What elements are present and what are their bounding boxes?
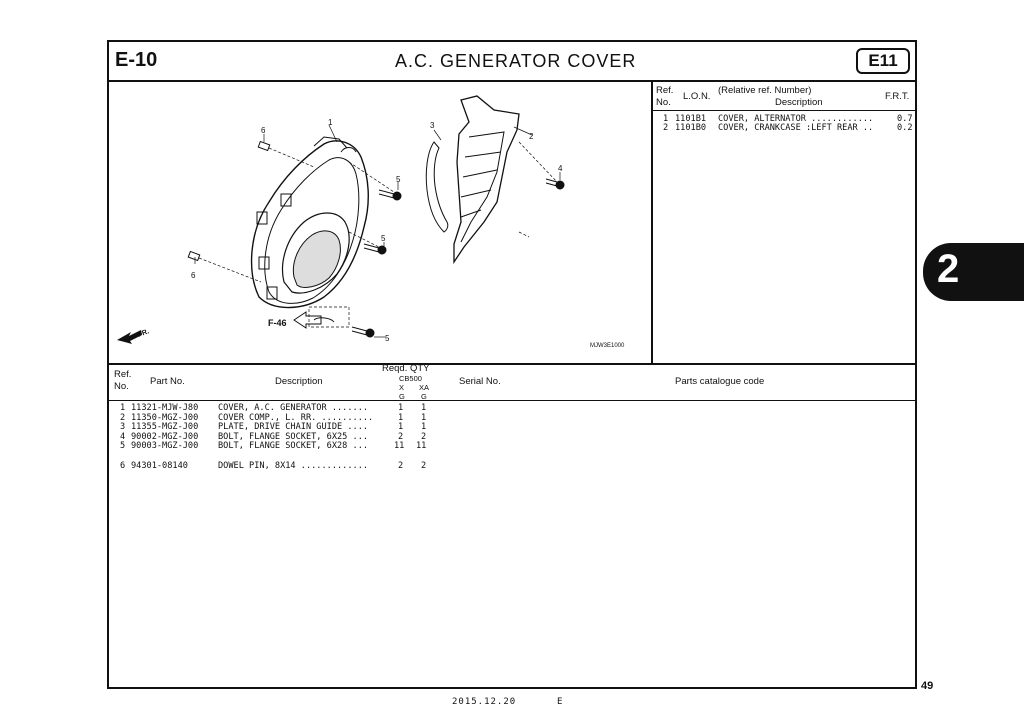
part-qty-xa: 11 [416,441,427,451]
lon-ref-header: Ref. [656,85,674,96]
part-description: COVER, A.C. GENERATOR ....... [218,403,369,413]
part-description: COVER COMP., L. RR. .......... [218,412,374,423]
part-qty-x: 2 [398,431,404,442]
part-number: 90002-MGZ-J00 [131,431,199,442]
front-direction-arrow-icon [117,330,142,344]
reference-arrow-icon [293,311,322,329]
callout-6: 6 [191,271,196,280]
lon-row-description: COVER, ALTERNATOR ............ [718,114,874,124]
parts-no-header: No. [114,381,129,392]
part-ref: 3 [120,422,126,432]
model-header: CB500 [399,374,422,383]
part-qty-x: 1 [398,412,404,423]
part-qty-x: 1 [398,403,404,413]
catalogue-header: Parts catalogue code [675,376,765,387]
lon-frt-header: F.R.T. [885,91,910,102]
part-ref: 1 [120,403,126,413]
figure-code: MJW3E1000 [590,343,625,349]
callout-4: 4 [558,164,563,173]
group-code-badge: E11 [856,48,910,74]
part-description: DOWEL PIN, 8X14 ............. [218,461,369,471]
reference-label: F-46 [268,318,287,328]
col-x-grade: G [399,392,405,401]
page-title: A.C. GENERATOR COVER [395,51,637,71]
part-qty-xa: 1 [421,422,427,432]
diagram-bottom-rule [107,363,917,365]
part-ref: 4 [120,431,126,442]
part-description: BOLT, FLANGE SOCKET, 6X25 ... [218,431,369,442]
page-number: 49 [921,680,934,692]
part-ref: 2 [120,412,126,423]
reqd-qty-header: Reqd. QTY [382,363,430,374]
lon-divider [651,80,653,364]
section-tab[interactable]: 2 [923,243,1024,301]
serial-header: Serial No. [459,376,501,387]
bolt-drawings [351,178,565,338]
lon-no-header: No. [656,97,671,108]
callout-5: 5 [396,175,401,184]
dowel-pin-drawing [187,140,271,262]
parts-description-header: Description [275,376,323,387]
lon-code-header: L.O.N. [683,91,711,102]
lon-row-code: 1101B0 [675,123,707,133]
part-ref: 6 [120,461,126,471]
lon-row-frt: 0.7 [897,114,913,124]
part-number: 94301-08140 [131,461,188,471]
lon-header-rule [651,110,917,111]
part-qty-xa: 2 [421,431,427,442]
rear-cover-drawing [453,95,520,265]
parts-header-rule [107,400,917,401]
alternator-cover-drawing [250,136,369,309]
part-ref: 5 [120,441,126,451]
lon-row-description: COVER, CRANKCASE :LEFT REAR .. [718,123,874,133]
col-x-header: X [399,383,405,392]
part-qty-xa: 1 [421,412,427,423]
part-qty-x: 2 [398,461,404,471]
footer-edition: E [557,697,563,707]
part-number: 11350-MGZ-J00 [131,412,199,423]
footer-date: 2015.12.20 [452,697,517,707]
lon-row-ref: 2 [663,123,669,133]
page-frame [107,40,917,689]
header-rule [107,80,917,82]
exploded-parts-diagram [117,95,565,344]
part-qty-x: 11 [394,441,405,451]
callout-5: 5 [381,234,386,243]
lon-description-header: Description [775,97,823,108]
callout-1: 1 [328,118,333,127]
lon-relative-header: (Relative ref. Number) [718,85,812,96]
lon-row-ref: 1 [663,114,669,124]
lon-row-frt: 0.2 [897,123,913,133]
callout-6: 6 [261,126,266,135]
part-description: BOLT, FLANGE SOCKET, 6X28 ... [218,441,369,451]
parts-partno-header: Part No. [150,376,185,387]
section-tab-label: 2 [937,247,960,291]
part-qty-x: 1 [398,422,404,432]
callout-5: 5 [385,334,390,343]
drive-chain-guide-drawing [425,141,449,233]
callout-3: 3 [430,121,435,130]
part-description: PLATE, DRIVE CHAIN GUIDE .... [218,422,369,432]
col-xa-header: XA [419,383,430,392]
lon-row-code: 1101B1 [675,114,707,124]
callout-2: 2 [529,132,534,141]
part-qty-xa: 1 [421,403,427,413]
part-number: 90003-MGZ-J00 [131,441,199,451]
section-code: E-10 [115,49,158,71]
col-xa-grade: G [421,392,427,401]
part-number: 11321-MJW-J80 [131,403,199,413]
part-qty-xa: 2 [421,461,427,471]
parts-ref-header: Ref. [114,369,132,380]
part-number: 11355-MGZ-J00 [131,422,199,432]
